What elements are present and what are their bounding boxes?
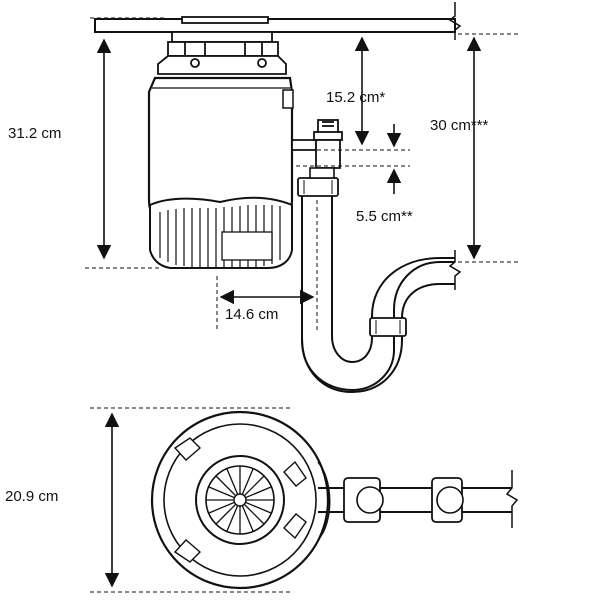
base-label-plate [221, 231, 273, 261]
mounting-flange [157, 16, 287, 75]
label-unit-diameter: 20.9 cm [5, 488, 59, 505]
label-centerline-offset: 14.6 cm [225, 306, 279, 323]
top-drain-break [505, 470, 519, 528]
sink-countertop [94, 18, 456, 33]
reference-lines [85, 17, 518, 593]
drain-break [448, 250, 462, 290]
top-outer-notch [317, 461, 331, 541]
splash-guard-hub [233, 493, 247, 507]
top-outlet-cap [356, 486, 384, 514]
side-view [85, 2, 518, 593]
top-flange-ring [163, 423, 317, 577]
top-mount-lug-3 [283, 460, 307, 487]
outlet-elbow [291, 139, 317, 151]
dishwasher-inlet [313, 119, 343, 169]
tee-lower [309, 167, 335, 179]
label-outlet-to-trap: 30 cm*** [430, 117, 489, 134]
top-view [150, 410, 519, 590]
reset-button [282, 89, 294, 109]
countertop-break [448, 2, 462, 40]
top-trap-elbow [436, 486, 464, 514]
label-disposer-height: 31.2 cm [8, 125, 62, 142]
dimension-arrows [96, 36, 482, 588]
top-mount-lug-2 [173, 539, 202, 563]
top-mount-lug-1 [173, 437, 202, 461]
trap-nut [369, 317, 407, 337]
top-mount-lug-4 [283, 513, 307, 540]
label-inlet-to-outlet: 5.5 cm** [356, 208, 413, 225]
label-inlet-drop: 15.2 cm* [326, 89, 386, 106]
